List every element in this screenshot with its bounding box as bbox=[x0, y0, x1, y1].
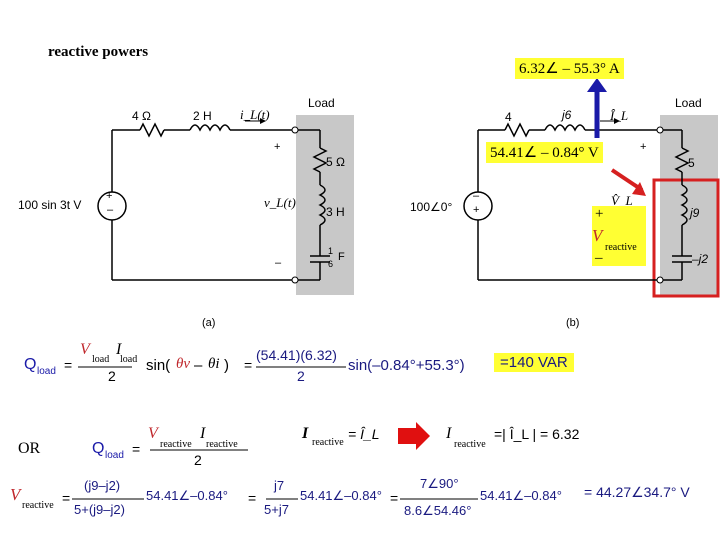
eq3-f2-den: 5+j7 bbox=[264, 502, 289, 517]
current-b-label: Î_L bbox=[610, 108, 629, 123]
eq1-i: I bbox=[116, 341, 122, 358]
plus-b: + bbox=[640, 141, 647, 153]
voltage-a-label: v_L(t) bbox=[264, 195, 296, 210]
eq3-f1-num: (j9–j2) bbox=[84, 478, 121, 493]
i-reactive-1-sub: reactive bbox=[312, 437, 344, 448]
eq1-v: V bbox=[80, 341, 90, 358]
load-box-a bbox=[296, 115, 354, 295]
equals-3: = bbox=[132, 441, 141, 457]
equals-1: = bbox=[64, 357, 73, 373]
v-reactive-box: + V reactive – bbox=[592, 206, 646, 266]
c-load-b: –j2 bbox=[692, 252, 709, 266]
eq1-v-sub: load bbox=[92, 354, 110, 365]
v-reactive-plus: + bbox=[595, 206, 604, 222]
equals-2: = bbox=[244, 357, 253, 373]
plus-a: + bbox=[274, 141, 281, 153]
c-load-a-den: 6 bbox=[328, 259, 334, 269]
v-reactive-sub: reactive bbox=[605, 242, 637, 253]
source-a-label: 100 sin 3t V bbox=[18, 198, 82, 212]
eq3-result: = 44.27∠34.7° V bbox=[584, 484, 690, 500]
i-reactive-2-eq: =| Î_L | = 6.32 bbox=[494, 426, 580, 442]
q-load-1-sub: load bbox=[37, 366, 56, 377]
resistor-b-label: 4 bbox=[505, 110, 512, 124]
caption-b: (b) bbox=[566, 317, 580, 329]
eq3-f1-den: 5+(j9–j2) bbox=[74, 502, 125, 517]
equals-6: = bbox=[390, 490, 399, 506]
eq1-theta-v: θv bbox=[176, 356, 191, 372]
eq1-sin2: sin(–0.84°+55.3°) bbox=[348, 357, 465, 374]
v-reactive-symbol: V bbox=[592, 226, 603, 245]
i-reactive-1-eq: = Î_L bbox=[348, 426, 380, 442]
eq2-i: I bbox=[200, 425, 206, 442]
slide-title: reactive powers bbox=[48, 44, 149, 60]
equals-4: = bbox=[62, 490, 71, 506]
r-load-a: 5 Ω bbox=[326, 155, 345, 169]
v-reactive-eq: V bbox=[10, 485, 21, 504]
load-b-label: Load bbox=[675, 96, 702, 110]
source-a-minus: – bbox=[107, 204, 114, 216]
eq3-f2-mag: 54.41∠–0.84° bbox=[300, 488, 382, 503]
resistor-a-label: 4 Ω bbox=[132, 109, 151, 123]
minus-a: – bbox=[275, 257, 282, 269]
circuit-b-wires bbox=[463, 122, 692, 281]
voltage-b-label: V̂_L bbox=[611, 193, 633, 208]
inductor-b-label: j6 bbox=[562, 108, 572, 122]
c-load-a-num: 1 bbox=[328, 246, 334, 256]
load-box-b bbox=[660, 115, 718, 295]
source-b-minus: – bbox=[473, 190, 480, 202]
or-label: OR bbox=[18, 440, 41, 457]
eq1-theta-i: θi bbox=[208, 356, 220, 372]
eq1-num2: (54.41)(6.32) bbox=[256, 347, 337, 363]
eq3-f1-mag: 54.41∠–0.84° bbox=[146, 488, 228, 503]
eq1-i-sub: load bbox=[120, 354, 138, 365]
highlight-box-b bbox=[652, 178, 720, 298]
l-load-b: j9 bbox=[690, 206, 700, 220]
right-arrow bbox=[398, 422, 430, 450]
eq2-i-sub: reactive bbox=[206, 439, 238, 450]
eq1-minus: – bbox=[194, 357, 203, 374]
eq1-sin: sin( bbox=[146, 357, 171, 374]
v-reactive-minus: – bbox=[595, 250, 603, 266]
i-reactive-1: I bbox=[302, 425, 309, 442]
eq2-v-sub: reactive bbox=[160, 439, 192, 450]
eq3-f3-den: 8.6∠54.46° bbox=[404, 503, 472, 518]
current-a-label: i_L(t) bbox=[240, 107, 270, 122]
circuit-a-wires bbox=[97, 122, 330, 281]
source-b-label: 100∠0° bbox=[410, 200, 453, 214]
current-callout: 6.32∠ – 55.3° A bbox=[515, 58, 624, 79]
q-load-2-sub: load bbox=[105, 450, 124, 461]
l-load-a: 3 H bbox=[326, 205, 345, 219]
i-reactive-2: I bbox=[446, 425, 452, 442]
source-b-plus: + bbox=[473, 204, 480, 216]
c-load-a-unit: F bbox=[338, 251, 345, 263]
eq1-den2: 2 bbox=[297, 368, 305, 384]
caption-a: (a) bbox=[202, 317, 216, 329]
q-load-1: Q bbox=[24, 356, 37, 373]
v-reactive-eq-sub: reactive bbox=[22, 500, 54, 511]
equals-5: = bbox=[248, 490, 257, 506]
i-reactive-2-sub: reactive bbox=[454, 439, 486, 450]
eq1-den: 2 bbox=[108, 368, 116, 384]
voltage-callout: 54.41∠ – 0.84° V bbox=[486, 142, 603, 163]
eq2-v: V bbox=[148, 425, 158, 442]
q-load-2: Q bbox=[92, 440, 105, 457]
eq2-den: 2 bbox=[194, 452, 202, 468]
source-a-plus: + bbox=[106, 190, 113, 202]
eq3-f3-num: 7∠90° bbox=[420, 476, 459, 491]
r-load-b: 5 bbox=[688, 156, 695, 170]
load-a-label: Load bbox=[308, 96, 335, 110]
eq1-close: ) bbox=[224, 357, 229, 374]
eq3-f3-mag: 54.41∠–0.84° bbox=[480, 488, 562, 503]
eq1-result: =140 VAR bbox=[494, 353, 574, 372]
eq3-f2-num: j7 bbox=[274, 478, 285, 493]
inductor-a-label: 2 H bbox=[193, 109, 212, 123]
